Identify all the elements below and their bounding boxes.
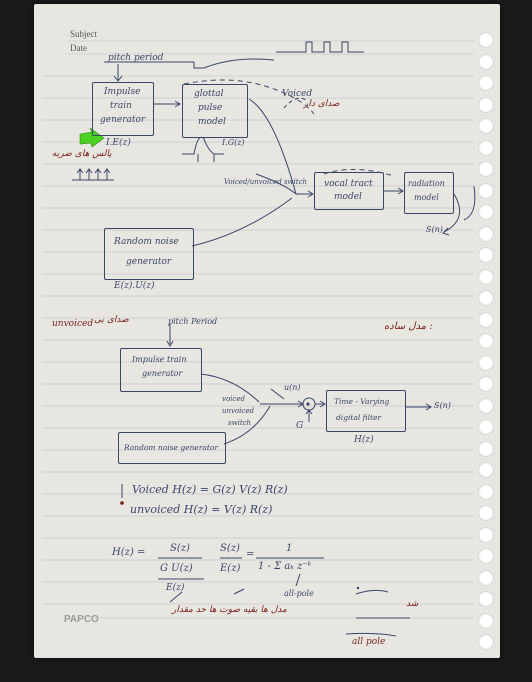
notebook-page: Subject Date <box>34 4 500 658</box>
papco-brand: PAPCO <box>64 614 99 625</box>
binding-hole <box>478 247 494 263</box>
frac2-numerator: S(z) <box>220 543 240 554</box>
random-noise-generator-box-2 <box>118 432 226 464</box>
hz-label: H(z) <box>354 435 374 445</box>
radiation-box-line-2: model <box>414 193 439 202</box>
binding-hole <box>478 505 494 521</box>
impulse-box-line-3: generator <box>100 115 146 125</box>
all-pole-label: all-pole <box>284 589 314 598</box>
glottal-box-line-1: glottal <box>194 89 224 99</box>
pitch-period-label: pitch period <box>108 53 164 63</box>
binding-hole <box>478 397 494 414</box>
random-noise-generator-box <box>104 228 194 280</box>
sn2-label: S(n) <box>434 401 451 410</box>
binding-hole <box>478 376 494 392</box>
h-definition: H(z) = <box>112 547 146 558</box>
binding-hole <box>478 53 494 70</box>
vocal-tract-model-box <box>314 172 384 210</box>
noise-box2-label: Random noise generator <box>124 443 219 452</box>
impulse-box2-line-1: Impulse train <box>132 355 187 364</box>
ie-label: I.E(z) <box>106 138 131 148</box>
g-label: G <box>296 421 304 431</box>
binding-hole <box>478 419 494 435</box>
impulse-box-line-2: train <box>110 101 132 111</box>
unvoiced-note: unvoiced <box>52 319 94 329</box>
frac1-denominator-2: E(z) <box>166 583 185 593</box>
binding-hole <box>478 161 494 177</box>
impulse-box2-line-2: generator <box>142 369 183 378</box>
binding-hole <box>478 96 494 113</box>
unvoiced-equation: unvoiced H(z) = V(z) R(z) <box>130 503 273 516</box>
binding-hole <box>478 483 494 500</box>
binding-hole <box>478 634 494 650</box>
green-arrow-icon <box>79 127 105 148</box>
binding-hole <box>478 569 494 586</box>
radiation-box-line-1: radiation <box>408 179 445 188</box>
binding-hole <box>478 591 494 607</box>
glottal-box-line-2: pulse <box>198 103 223 113</box>
binding-hole <box>478 354 494 371</box>
voiced-label: Voiced <box>282 89 313 99</box>
tv-box-line-1: Time - Varying <box>334 397 390 406</box>
binding-hole <box>478 333 494 349</box>
arabic-right-note: مدل ساده : <box>384 321 433 332</box>
binding-hole <box>478 32 494 48</box>
switch2-line-3: switch <box>228 419 252 427</box>
arabic-bottom-note: مدل ها بقیه صوت ها حد مقدار <box>172 605 287 615</box>
all-pole-right-label: all pole <box>352 637 386 647</box>
binding-hole <box>478 440 494 457</box>
frac2-denominator: E(z) <box>220 563 241 574</box>
subject-label: Subject <box>70 29 97 39</box>
binding-hole <box>478 139 494 156</box>
binding-hole <box>478 75 494 91</box>
radiation-model-box <box>404 172 454 214</box>
equals-sign: = <box>246 549 255 560</box>
vocal-box-line-1: vocal tract <box>324 179 373 189</box>
frac1-numerator: S(z) <box>170 543 190 554</box>
impulse-box-line-1: Impulse <box>104 87 141 97</box>
glottal-box-line-3: model <box>198 117 226 127</box>
frac1-denominator: G U(z) <box>160 563 193 574</box>
date-label: Date <box>70 43 87 53</box>
binding-hole <box>478 462 494 478</box>
switch2-line-1: voiced <box>222 395 245 403</box>
binding-hole <box>478 204 494 220</box>
vocal-box-line-2: model <box>334 192 362 202</box>
impulse-train-generator-box-2 <box>120 348 202 392</box>
binding-hole <box>478 526 494 543</box>
arabic-note-2: صدای دار <box>304 99 340 109</box>
noise-box-line-2: generator <box>126 257 172 267</box>
binding-holes <box>478 0 498 682</box>
ig-label: I.G(z) <box>222 138 245 147</box>
tv-box-line-2: digital filter <box>336 413 382 422</box>
voiced-equation: Voiced H(z) = G(z) V(z) R(z) <box>132 483 288 496</box>
sn-label: S(n) <box>426 225 443 234</box>
frac3-numerator: 1 <box>286 543 293 554</box>
switch-label: Voiced/unvoiced switch <box>224 178 308 186</box>
binding-hole <box>478 268 494 285</box>
binding-hole <box>478 182 494 199</box>
arabic-note-1: پالس های ضربه <box>52 149 112 159</box>
noise-box-line-1: Random noise <box>114 237 179 247</box>
eu-label: E(z).U(z) <box>114 281 155 291</box>
time-varying-filter-box <box>326 390 406 432</box>
switch2-line-2: unvoiced <box>222 407 254 415</box>
binding-hole <box>478 225 494 242</box>
arabic-right-bottom-note: شد <box>406 599 419 609</box>
binding-hole <box>478 612 494 629</box>
binding-hole <box>478 311 494 328</box>
un-label: u(n) <box>284 383 301 392</box>
glottal-pulse-model-box <box>182 84 248 138</box>
impulse-train-generator-box <box>92 82 154 136</box>
arabic-left-note: صدای بی <box>94 315 129 325</box>
ruled-lines-and-diagram <box>42 40 476 637</box>
binding-hole <box>478 290 494 306</box>
pitch-period-label-2: pitch Period <box>168 317 218 326</box>
binding-hole <box>478 118 494 134</box>
binding-hole <box>478 548 494 564</box>
frac3-denominator: 1 - Σ aₖ z⁻ᵏ <box>258 561 312 572</box>
